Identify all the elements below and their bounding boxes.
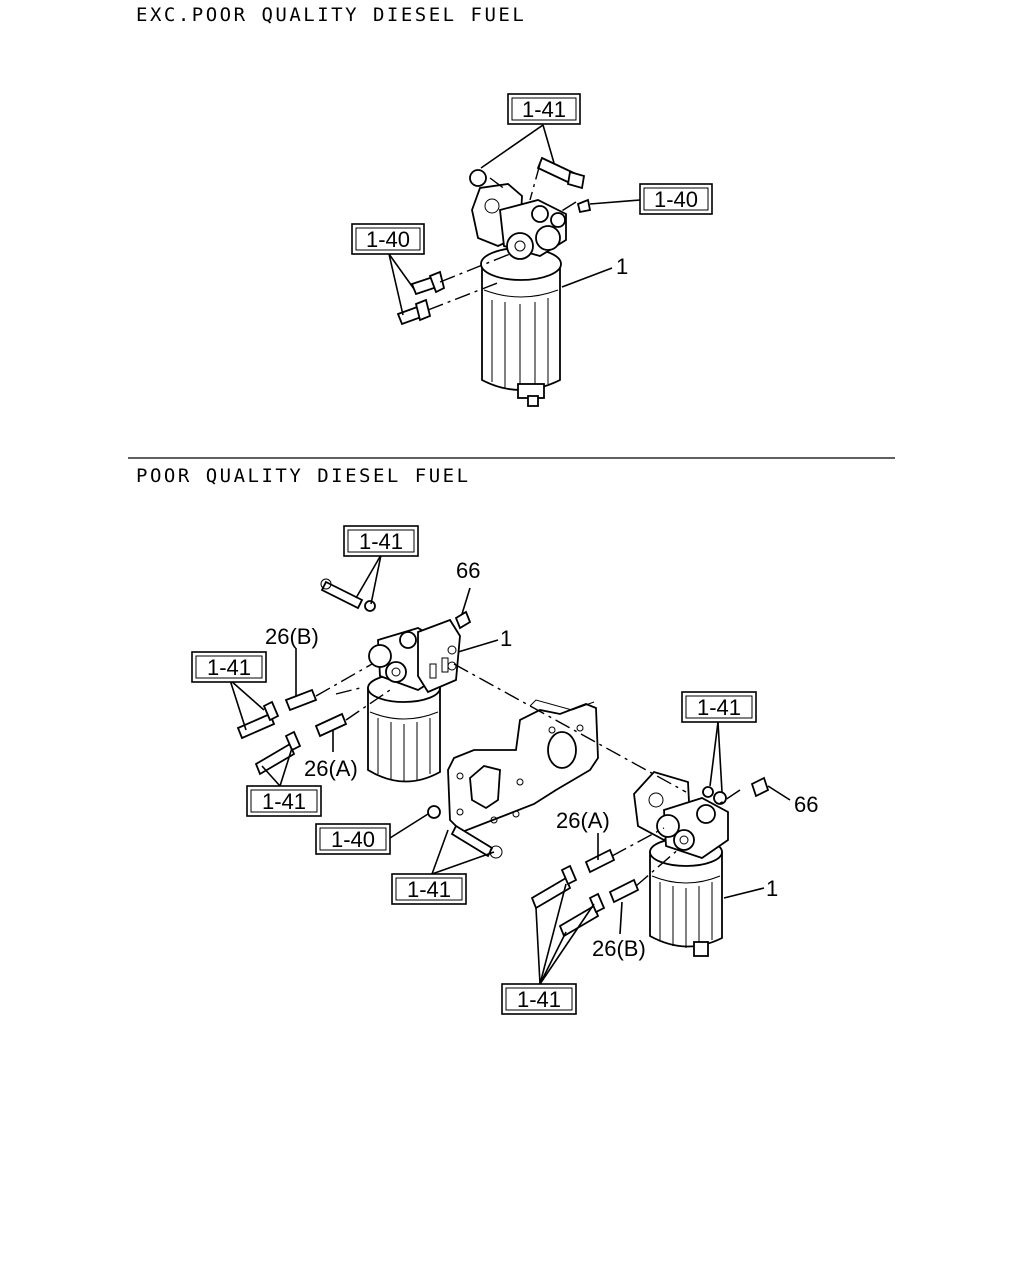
ref-label: 1-41 [359, 529, 403, 554]
ref-label: 1-41 [517, 987, 561, 1012]
part-label-66-right: 66 [794, 792, 818, 817]
ref-box-1-41-hose-lower-left: 1-41 [246, 785, 322, 817]
ref-box-1-41-hose-upper-left: 1-41 [191, 651, 267, 683]
part-label-1-top: 1 [616, 254, 628, 279]
part-label-26a-left: 26(A) [304, 756, 358, 781]
fuel-filter-assembly-top [396, 156, 592, 407]
ref-box-1-41-bolt-left: 1-41 [343, 525, 419, 557]
alignment-line [453, 663, 687, 793]
ref-box-1-40-right-top: 1-40 [639, 183, 713, 215]
part-label-1-right: 1 [766, 876, 778, 901]
ref-label: 1-40 [366, 227, 410, 252]
ref-box-1-41-nut-right: 1-41 [681, 691, 757, 723]
section-heading-exc-poor-quality: EXC.POOR QUALITY DIESEL FUEL [136, 4, 527, 26]
ref-label: 1-40 [654, 187, 698, 212]
ref-box-1-40-left-top: 1-40 [351, 223, 425, 255]
ref-box-1-41-top: 1-41 [507, 93, 581, 125]
ref-label: 1-40 [331, 827, 375, 852]
part-label-26a-right: 26(A) [556, 808, 610, 833]
leader-lines-top [388, 124, 641, 316]
part-label-66-left: 66 [456, 558, 480, 583]
ref-box-1-41-bottom: 1-41 [501, 983, 577, 1015]
fuel-filter-assembly-right [530, 770, 770, 957]
section-heading-poor-quality: POOR QUALITY DIESEL FUEL [136, 465, 471, 487]
part-label-26b-left: 26(B) [265, 624, 319, 649]
ref-box-1-40-center: 1-40 [315, 823, 391, 855]
leader-lines-bottom [229, 554, 791, 985]
ref-box-1-41-center: 1-41 [391, 873, 467, 905]
ref-label: 1-41 [522, 97, 566, 122]
ref-label: 1-41 [262, 789, 306, 814]
mounting-bracket-center [427, 699, 599, 859]
ref-label: 1-41 [407, 877, 451, 902]
ref-label: 1-41 [697, 695, 741, 720]
fuel-filter-assembly-left [236, 578, 472, 783]
part-label-26b-right: 26(B) [592, 936, 646, 961]
ref-label: 1-41 [207, 655, 251, 680]
part-label-1-left: 1 [500, 626, 512, 651]
